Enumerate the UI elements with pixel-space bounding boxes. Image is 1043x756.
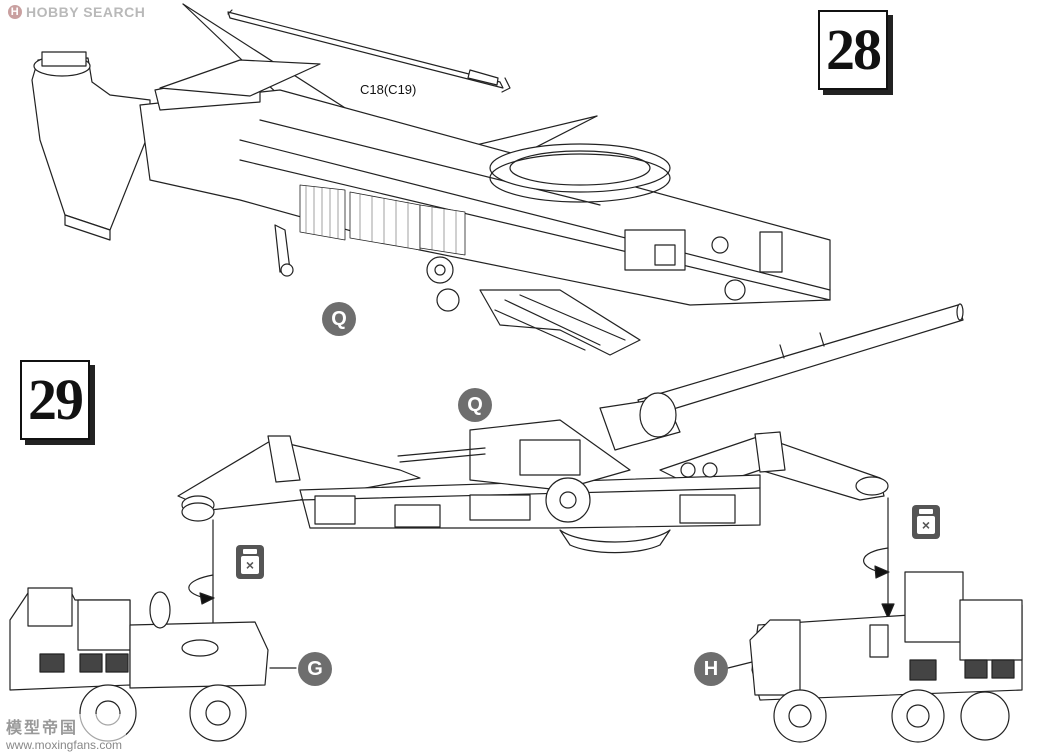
- step29-right-arrow: [863, 497, 895, 619]
- brand-logo: H HOBBY SEARCH: [8, 4, 145, 20]
- step29-gun-barrel: [599, 303, 964, 451]
- step-29-number: 29: [28, 367, 84, 432]
- step29-carriage: [177, 419, 889, 554]
- callout-q-step29: Q: [458, 388, 492, 422]
- callout-g: G: [298, 652, 332, 686]
- step28-barrel-part: [227, 9, 511, 93]
- step-29-box: 29: [20, 360, 90, 440]
- no-glue-icon: ×: [912, 505, 940, 539]
- callout-h: H: [694, 652, 728, 686]
- watermark: 模型帝国 www.moxingfans.com: [2, 714, 127, 752]
- brand-mark-icon: H: [8, 5, 22, 19]
- no-glue-icon: ×: [236, 545, 264, 579]
- step-28-number: 28: [826, 17, 882, 82]
- step28-carriage: [31, 51, 831, 356]
- brand-text: HOBBY SEARCH: [26, 4, 146, 20]
- callout-q-step28: Q: [322, 302, 356, 336]
- watermark-cn: 模型帝国: [6, 720, 79, 737]
- truck-left: [9, 587, 297, 742]
- part-label-c18: C18(C19): [360, 82, 417, 97]
- step-28-box: 28: [818, 10, 888, 90]
- truck-right: [727, 571, 1023, 743]
- watermark-url: www.moxingfans.com: [6, 738, 123, 752]
- step29-left-arrow: [188, 519, 220, 639]
